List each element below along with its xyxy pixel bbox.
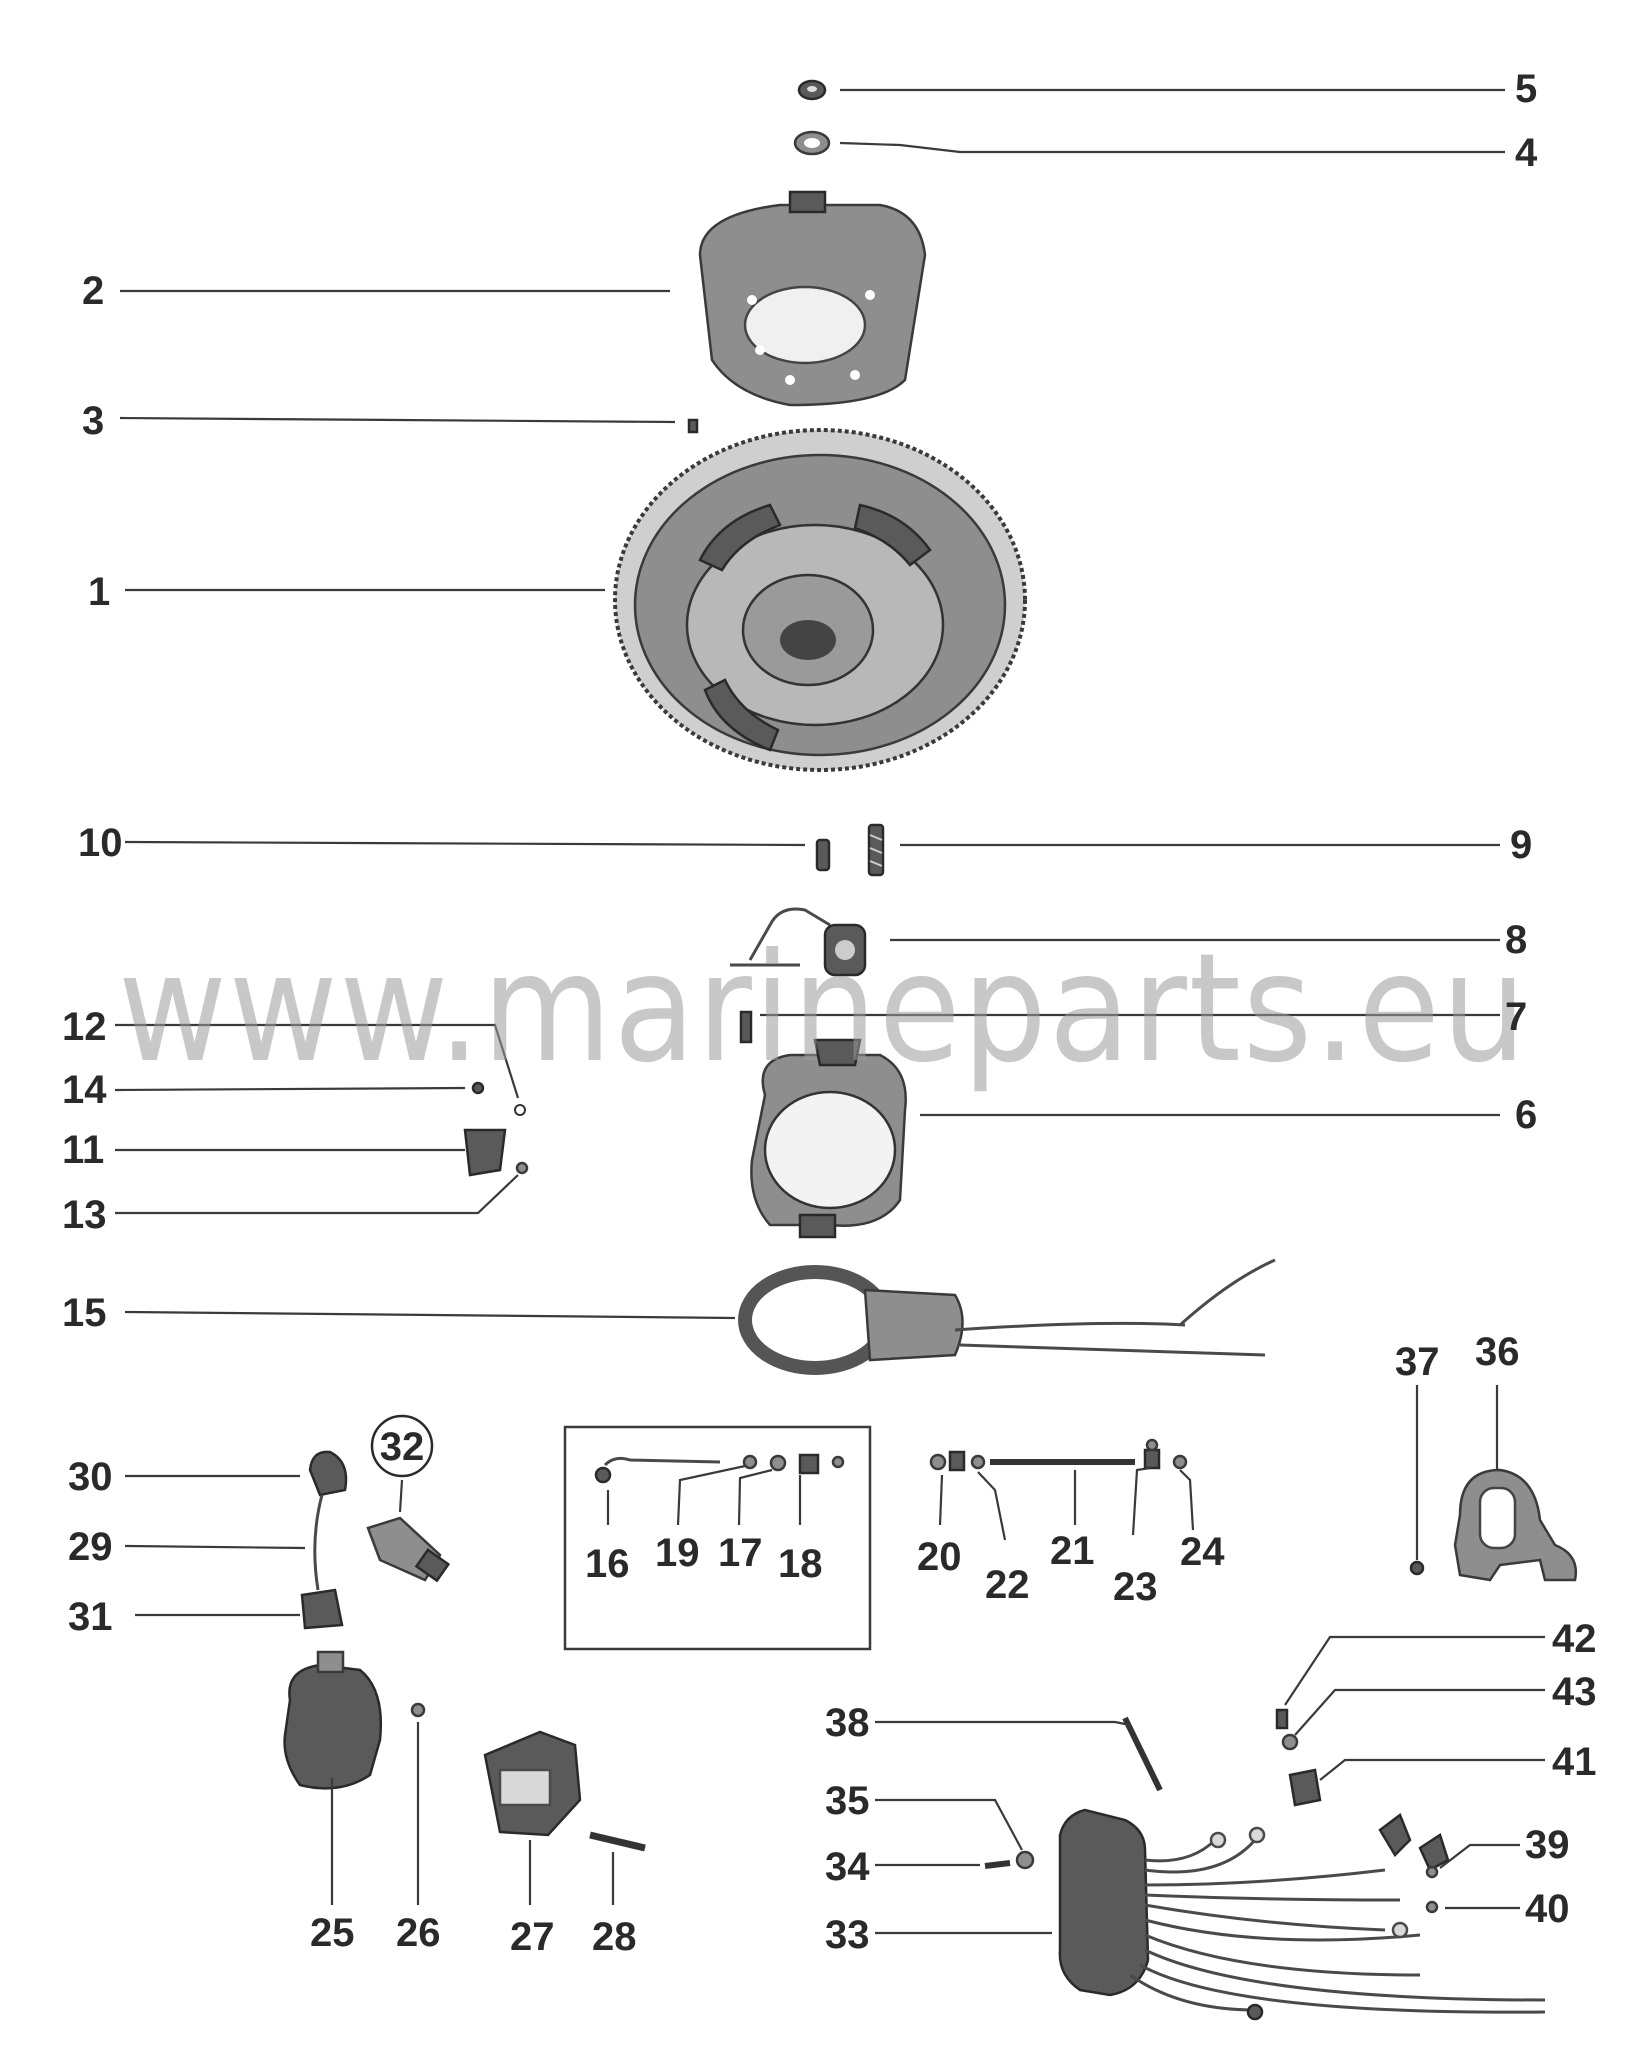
label-43: 43 xyxy=(1552,1670,1597,1714)
label-31: 31 xyxy=(68,1595,113,1639)
label-40: 40 xyxy=(1525,1887,1570,1931)
label-32: 32 xyxy=(380,1425,425,1469)
label-12: 12 xyxy=(62,1005,107,1049)
part-25-ignition-coil xyxy=(283,1650,382,1790)
kit-box-16-19 xyxy=(563,1425,872,1651)
label-14: 14 xyxy=(62,1068,107,1112)
part-6-stator xyxy=(750,1038,907,1239)
label-27: 27 xyxy=(510,1915,555,1959)
part-12-spring xyxy=(514,1104,526,1116)
label-36: 36 xyxy=(1475,1330,1520,1374)
part-9-spring xyxy=(867,823,885,877)
part-14-washer xyxy=(471,1081,485,1095)
label-33: 33 xyxy=(825,1913,870,1957)
label-2: 2 xyxy=(82,269,104,313)
part-11-clip xyxy=(463,1128,507,1177)
part-7-screw xyxy=(739,1010,753,1044)
part-3-key xyxy=(687,418,699,434)
label-18: 18 xyxy=(778,1542,823,1586)
part-19-washer xyxy=(742,1454,758,1470)
part-34-screw xyxy=(984,1860,1011,1869)
label-22: 22 xyxy=(985,1563,1030,1607)
part-18-washer xyxy=(831,1455,845,1469)
part-43-washer xyxy=(1281,1733,1299,1751)
label-30: 30 xyxy=(68,1455,113,1499)
leader-lines xyxy=(114,88,1545,1935)
label-38: 38 xyxy=(825,1701,870,1745)
label-4: 4 xyxy=(1515,131,1538,175)
part-31-lead-boot xyxy=(300,1588,344,1630)
part-16-lever xyxy=(594,1456,721,1484)
label-26: 26 xyxy=(396,1911,441,1955)
part-22-washer xyxy=(970,1454,986,1470)
label-5: 5 xyxy=(1515,67,1537,111)
part-10-pin xyxy=(815,838,831,872)
part-36-gasket xyxy=(1453,1468,1578,1582)
label-39: 39 xyxy=(1525,1823,1570,1867)
label-28: 28 xyxy=(592,1915,637,1959)
part-26-screw xyxy=(410,1702,426,1718)
label-9: 9 xyxy=(1510,823,1532,867)
part-37-screw xyxy=(1409,1560,1425,1576)
part-32-spark-plug xyxy=(366,1516,451,1583)
label-8: 8 xyxy=(1505,918,1527,962)
label-11: 11 xyxy=(62,1128,104,1172)
label-16: 16 xyxy=(585,1542,630,1586)
part-28-bolt xyxy=(589,1831,646,1852)
part-42-screw xyxy=(1275,1708,1289,1730)
part-24-washer xyxy=(1172,1454,1188,1470)
part-8-trigger-coil xyxy=(730,907,867,977)
label-3: 3 xyxy=(82,399,104,443)
label-34: 34 xyxy=(825,1845,870,1889)
part-17-washer xyxy=(769,1454,787,1472)
label-17: 17 xyxy=(718,1531,763,1575)
watermark-text: www.marineparts.eu xyxy=(118,922,1528,1096)
part-5-nut xyxy=(797,79,827,101)
part-4-washer xyxy=(793,130,831,156)
label-1: 1 xyxy=(88,570,110,614)
part-20-ball-joint xyxy=(929,1450,966,1472)
part-40-terminal xyxy=(1425,1900,1439,1914)
part-30-spark-plug-cap xyxy=(308,1450,348,1497)
label-41: 41 xyxy=(1552,1740,1597,1784)
label-29: 29 xyxy=(68,1525,113,1569)
label-35: 35 xyxy=(825,1779,870,1823)
label-21: 21 xyxy=(1050,1529,1095,1573)
part-29-ignition-lead xyxy=(313,1494,324,1591)
label-37: 37 xyxy=(1395,1340,1440,1384)
part-35-washer xyxy=(1015,1850,1035,1870)
label-13: 13 xyxy=(62,1193,107,1237)
part-1-flywheel xyxy=(613,428,1027,772)
part-23-ball-joint xyxy=(1143,1438,1161,1470)
label-23: 23 xyxy=(1113,1565,1158,1609)
part-27-coil-bracket xyxy=(483,1730,582,1837)
label-10: 10 xyxy=(78,821,123,865)
part-13-screw xyxy=(515,1161,529,1175)
label-24: 24 xyxy=(1180,1530,1225,1574)
part-33-switch-box xyxy=(1058,1808,1546,2021)
label-25: 25 xyxy=(310,1911,355,1955)
part-38-bolt xyxy=(1122,1716,1163,1792)
part-39-terminal xyxy=(1425,1865,1439,1879)
part-18-nut xyxy=(798,1453,820,1475)
label-20: 20 xyxy=(917,1535,962,1579)
label-6: 6 xyxy=(1515,1093,1537,1137)
label-19: 19 xyxy=(655,1531,700,1575)
label-32-circled: 32 xyxy=(370,1414,434,1478)
label-7: 7 xyxy=(1505,995,1527,1039)
label-42: 42 xyxy=(1552,1617,1597,1661)
part-15-sensor-coil xyxy=(738,1258,1276,1375)
part-number-labels: 5 4 2 3 1 10 9 8 7 6 12 14 11 13 15 32 3… xyxy=(62,67,1597,1959)
part-2-cover-cup xyxy=(698,190,927,407)
part-41-clamp xyxy=(1288,1768,1322,1807)
label-15: 15 xyxy=(62,1291,107,1335)
